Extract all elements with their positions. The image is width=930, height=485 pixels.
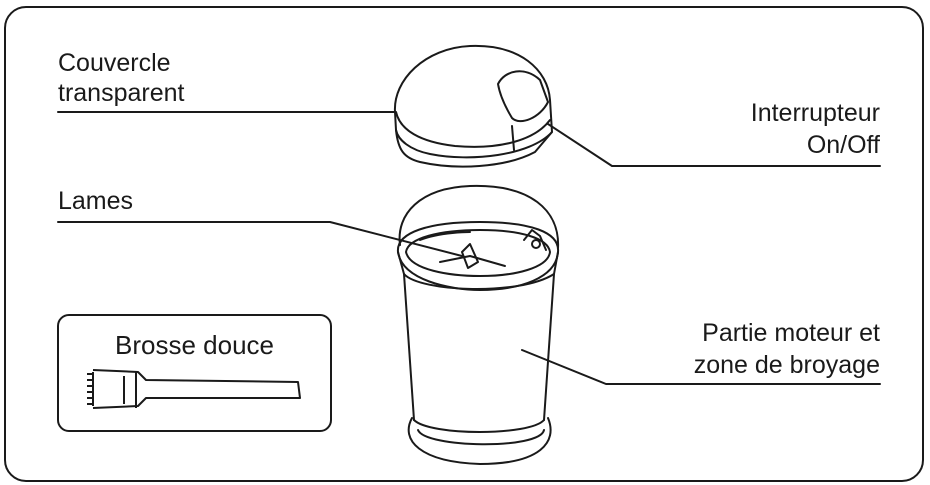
switch-leader-line [547, 123, 881, 167]
lid-label-line2: transparent [58, 79, 185, 107]
switch-label-line1: Interrupteur [750, 99, 880, 127]
lid-icon [393, 44, 553, 168]
soft-brush-icon [87, 369, 301, 409]
motor-label-line2: zone de broyage [693, 351, 880, 379]
brush-label: Brosse douce [115, 330, 274, 360]
brush-box: Brosse douce [57, 314, 332, 432]
lid-label-line1: Couvercle [58, 49, 171, 77]
blades-leader-line [57, 221, 463, 257]
motor-label-line1: Partie moteur et [702, 319, 880, 347]
switch-label-line2: On/Off [806, 131, 880, 159]
motor-leader-line [521, 349, 881, 385]
blades-label: Lames [58, 187, 134, 215]
grinder-body-icon [396, 184, 560, 465]
diagram-frame [4, 6, 924, 482]
